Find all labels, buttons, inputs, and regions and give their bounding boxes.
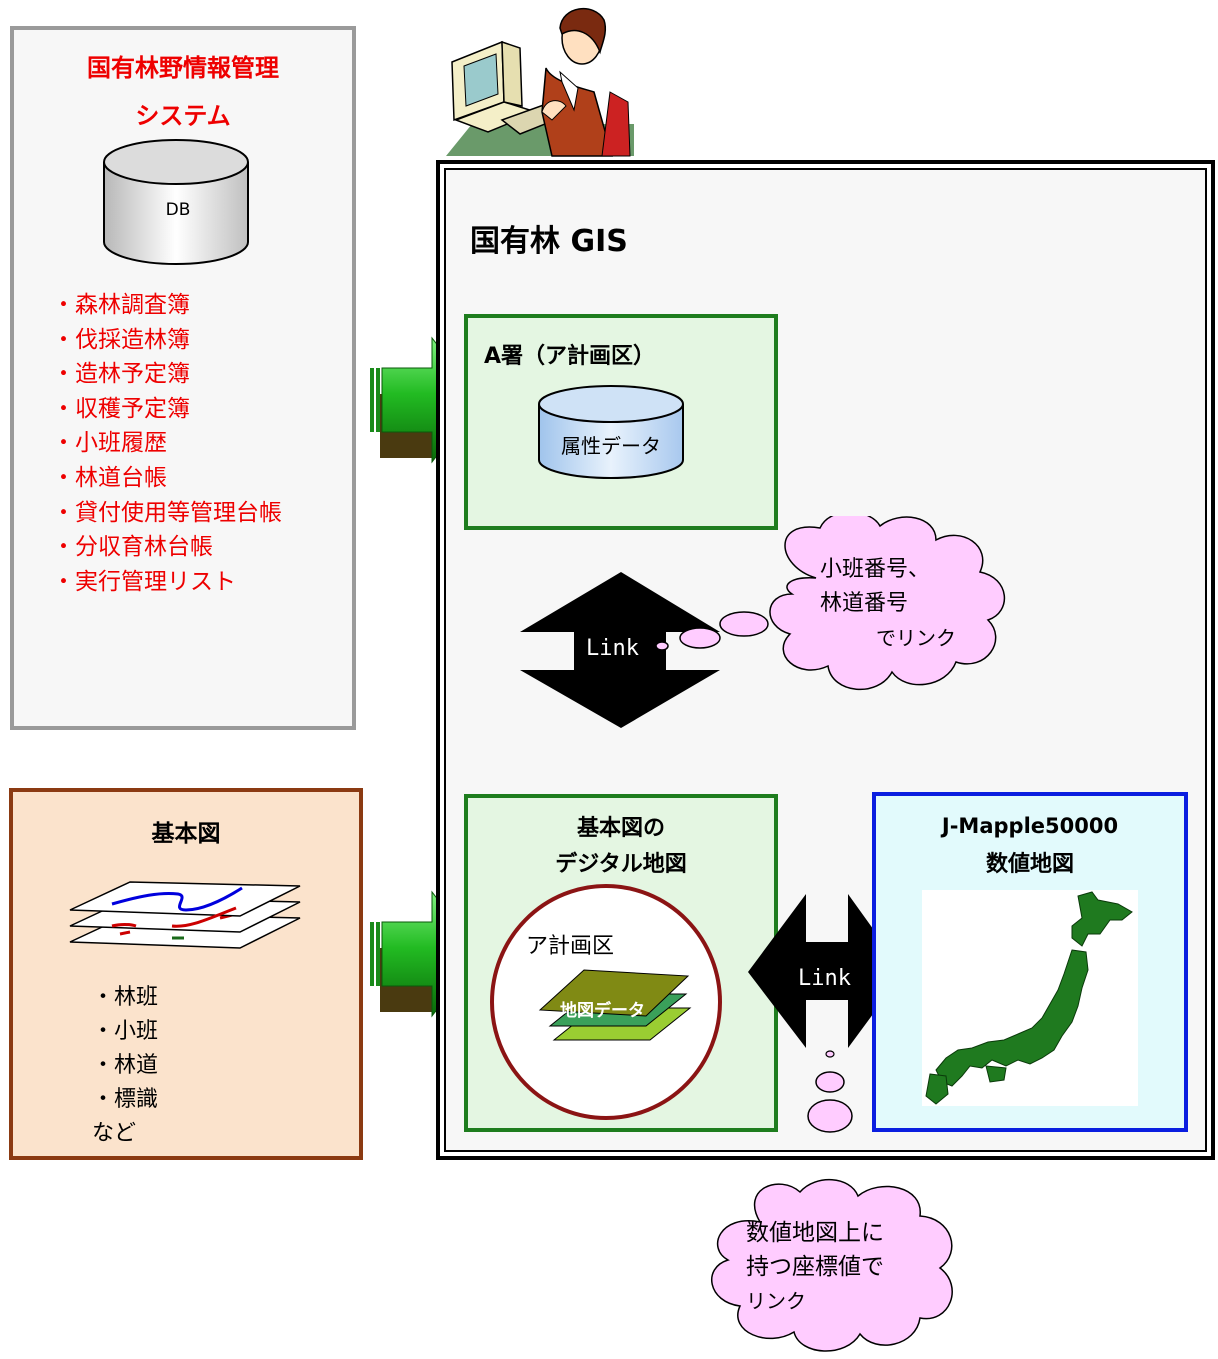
attribute-data-label: 属性データ <box>561 434 661 458</box>
list-item: ・造林予定簿 <box>52 361 190 388</box>
planning-area-label: ア計画区 <box>526 934 615 959</box>
japan-map-image <box>922 890 1138 1106</box>
callout-line: 持つ座標値で <box>746 1254 884 1280</box>
system-title-line2: システム <box>135 102 231 130</box>
digital-map-title-line1: 基本図の <box>576 816 665 841</box>
map-layers-icon <box>69 881 301 949</box>
link-connector-vertical <box>520 572 720 728</box>
list-item: ・森林調査簿 <box>52 292 190 318</box>
office-title: A署（ア計画区） <box>484 344 656 369</box>
thought-cloud-lower <box>711 1178 953 1352</box>
basemap-panel <box>9 788 363 1160</box>
link-connector-horizontal <box>748 894 904 1048</box>
list-item: ・分収育林台帳 <box>52 534 213 561</box>
numeric-map-title-line2: 数値地図 <box>985 852 1074 877</box>
list-item: ・実行管理リスト <box>52 568 236 595</box>
numeric-map-title-line1: J-Mapple50000 <box>941 814 1119 838</box>
list-item: ・林道 <box>92 1053 159 1078</box>
thought-bubbles-lower <box>807 1050 853 1133</box>
japan-map-icon <box>925 891 1133 1105</box>
link-label: Link <box>586 636 639 661</box>
list-item: ・収穫予定簿 <box>52 395 190 422</box>
list-item: など <box>92 1121 137 1146</box>
basemap-title: 基本図 <box>151 821 221 847</box>
gis-title: 国有林 GIS <box>470 224 628 259</box>
link-label: Link <box>798 966 851 991</box>
list-item: ・林班 <box>92 985 159 1010</box>
callout-upper-text: 小班番号、 林道番号 でリンク <box>820 553 956 655</box>
system-item-list: ・森林調査簿 ・伐採造林簿 ・造林予定簿 ・収穫予定簿 ・小班履歴 ・林道台帳 … <box>52 288 282 599</box>
callout-line: でリンク <box>876 626 956 650</box>
callout-line: 林道番号 <box>820 591 909 616</box>
callout-line: 小班番号、 <box>820 557 931 582</box>
thought-cloud-upper <box>655 516 1005 691</box>
db-label: DB <box>165 200 191 220</box>
basemap-item-list: ・林班 ・小班 ・林道 ・標識 など <box>92 981 158 1151</box>
list-item: ・貸付使用等管理台帳 <box>52 499 282 526</box>
person-at-computer-icon <box>446 7 634 157</box>
list-item: ・林道台帳 <box>52 464 167 491</box>
database-cylinder-icon <box>103 139 249 265</box>
attribute-database-icon <box>538 385 684 479</box>
list-item: ・伐採造林簿 <box>52 326 190 353</box>
list-item: ・標識 <box>92 1087 159 1112</box>
list-item: ・小班履歴 <box>52 430 167 457</box>
list-item: ・小班 <box>92 1019 159 1044</box>
callout-line: リンク <box>746 1289 806 1313</box>
map-data-label: 地図データ <box>560 1001 645 1021</box>
callout-lower-text: 数値地図上に 持つ座標値で リンク <box>746 1216 884 1318</box>
planning-area-ellipse <box>490 884 722 1120</box>
callout-line: 数値地図上に <box>746 1220 884 1246</box>
system-title-line1: 国有林野情報管理 <box>87 54 279 82</box>
digital-map-title-line2: デジタル地図 <box>555 852 687 877</box>
